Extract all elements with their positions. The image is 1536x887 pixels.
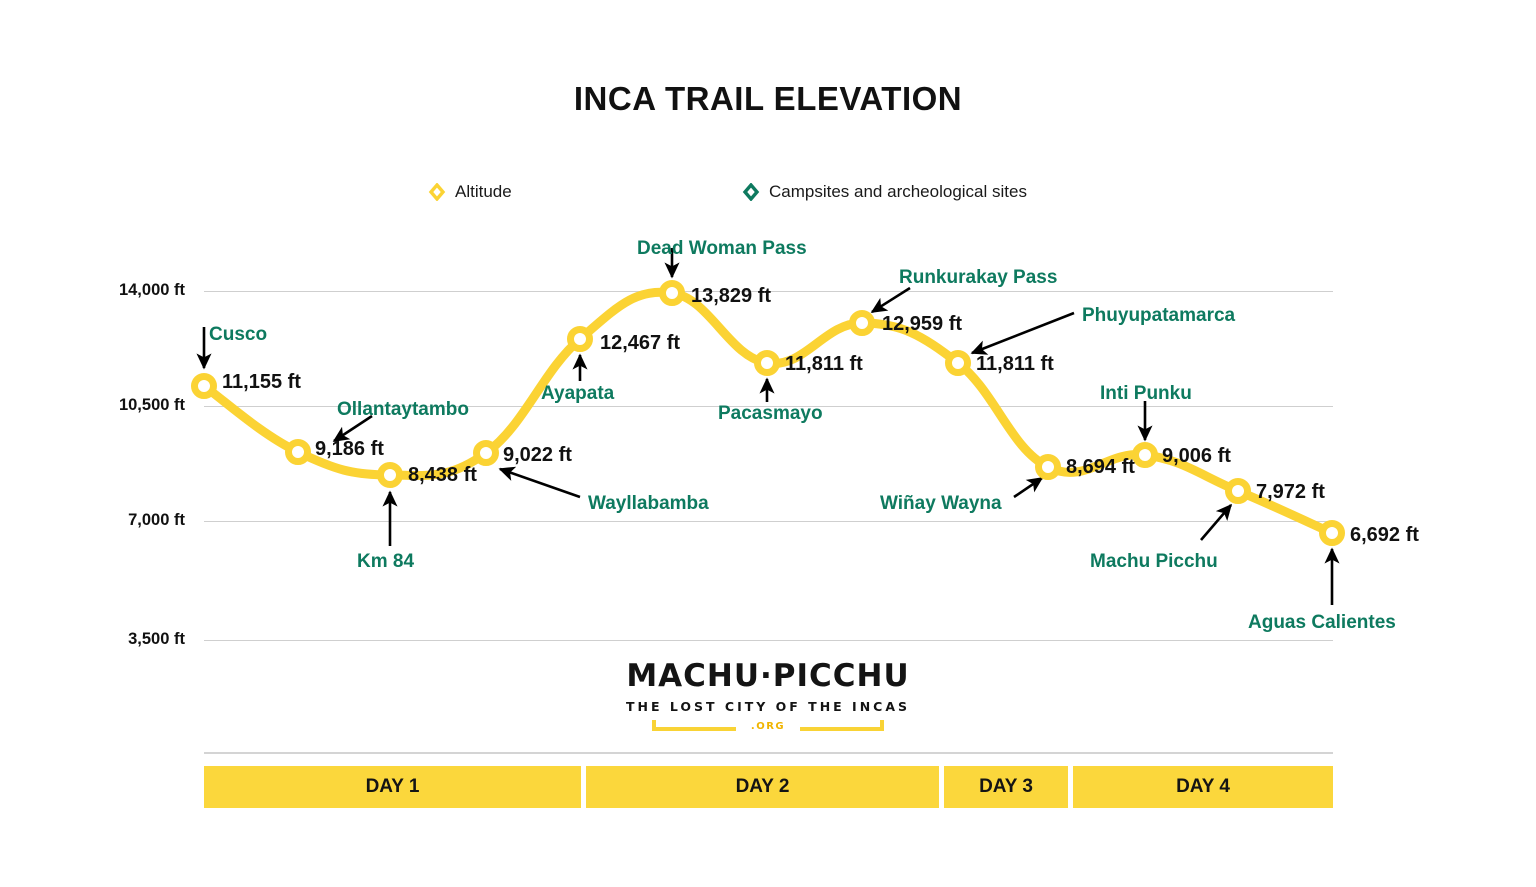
logo-tagline: THE LOST CITY OF THE INCAS <box>625 699 911 714</box>
data-point-marker[interactable] <box>754 350 780 376</box>
site-label: Phuyupatamarca <box>1082 305 1236 326</box>
data-point-marker[interactable] <box>285 439 311 465</box>
y-axis-tick-label: 14,000 ft <box>118 281 185 299</box>
annotation-arrow <box>970 311 1075 355</box>
data-point-marker[interactable] <box>659 280 685 306</box>
annotation-arrow <box>1200 503 1233 541</box>
page-title: INCA TRAIL ELEVATION <box>573 80 963 117</box>
site-label: Km 84 <box>357 551 415 572</box>
altitude-value-label: 12,959 ft <box>882 313 963 335</box>
altitude-value-label: 9,186 ft <box>315 438 384 460</box>
altitude-value-label: 11,155 ft <box>222 371 301 393</box>
site-label: Runkurakay Pass <box>899 267 1058 288</box>
site-label: Ayapata <box>541 383 615 404</box>
altitude-marker-icon <box>428 183 446 201</box>
day-bar[interactable]: DAY 3 <box>944 766 1068 808</box>
logo-rule-bar-left <box>652 727 736 731</box>
altitude-value-label: 11,811 ft <box>976 353 1054 375</box>
site-label: Pacasmayo <box>718 403 823 424</box>
logo-rule-tick-right <box>880 720 884 731</box>
data-point-marker[interactable] <box>1132 442 1158 468</box>
data-point-marker[interactable] <box>377 462 403 488</box>
annotation-arrow <box>1013 476 1044 499</box>
site-label: Machu Picchu <box>1090 551 1218 572</box>
site-label: Wiñay Wayna <box>880 493 1002 514</box>
altitude-value-label: 6,692 ft <box>1350 524 1419 546</box>
data-point-marker[interactable] <box>1225 478 1251 504</box>
altitude-value-label: 7,972 ft <box>1256 481 1325 503</box>
annotation-arrow <box>498 466 581 499</box>
sites-marker-icon <box>742 183 760 201</box>
site-label: Dead Woman Pass <box>637 238 807 259</box>
logo-rule-bar-right <box>800 727 884 731</box>
site-label: Wayllabamba <box>588 493 709 514</box>
site-label: Cusco <box>209 324 268 345</box>
altitude-value-label: 8,438 ft <box>408 464 477 486</box>
logo-rule: .ORG <box>652 720 884 736</box>
data-point-markers <box>191 280 1345 546</box>
data-point-marker[interactable] <box>1035 454 1061 480</box>
site-label: Ollantaytambo <box>337 399 469 420</box>
gridline <box>204 291 1333 292</box>
altitude-value-label: 8,694 ft <box>1066 456 1135 478</box>
chart-legend: Altitude Campsites and archeological sit… <box>0 182 1536 208</box>
gridline <box>204 640 1333 641</box>
altitude-value-label: 9,022 ft <box>503 444 572 466</box>
data-point-marker[interactable] <box>567 326 593 352</box>
gridline <box>204 521 1333 522</box>
annotation-arrow <box>870 286 911 314</box>
day-bar[interactable]: DAY 4 <box>1073 766 1333 808</box>
y-axis-tick-label: 7,000 ft <box>128 511 185 529</box>
annotation-arrows <box>196 248 1340 605</box>
altitude-value-label: 9,006 ft <box>1162 445 1231 467</box>
logo-title: MACHU·PICCHU <box>626 658 910 694</box>
site-label: Inti Punku <box>1100 383 1192 404</box>
legend-item-altitude: Altitude <box>428 182 512 202</box>
site-label: Aguas Calientes <box>1248 612 1396 633</box>
brand-logo: MACHU·PICCHU THE LOST CITY OF THE INCAS … <box>0 658 1536 736</box>
data-point-marker[interactable] <box>191 373 217 399</box>
bottom-divider <box>204 752 1333 754</box>
day-bar[interactable]: DAY 1 <box>204 766 581 808</box>
logo-org-text: .ORG <box>750 721 786 732</box>
y-axis-tick-label: 10,500 ft <box>118 396 185 414</box>
logo-rule-tick-left <box>652 720 656 731</box>
legend-label-altitude: Altitude <box>455 182 512 201</box>
altitude-value-label: 12,467 ft <box>600 332 681 354</box>
data-point-marker[interactable] <box>473 440 499 466</box>
legend-label-sites: Campsites and archeological sites <box>769 182 1027 201</box>
legend-item-sites: Campsites and archeological sites <box>742 182 1027 202</box>
data-point-marker[interactable] <box>1319 520 1345 546</box>
day-bar[interactable]: DAY 2 <box>586 766 939 808</box>
data-point-marker[interactable] <box>945 350 971 376</box>
altitude-value-label: 11,811 ft <box>785 353 863 375</box>
data-point-marker[interactable] <box>849 310 875 336</box>
y-axis-tick-label: 3,500 ft <box>128 630 185 648</box>
altitude-value-label: 13,829 ft <box>691 285 772 307</box>
gridline <box>204 406 1333 407</box>
annotation-arrow <box>332 414 373 443</box>
